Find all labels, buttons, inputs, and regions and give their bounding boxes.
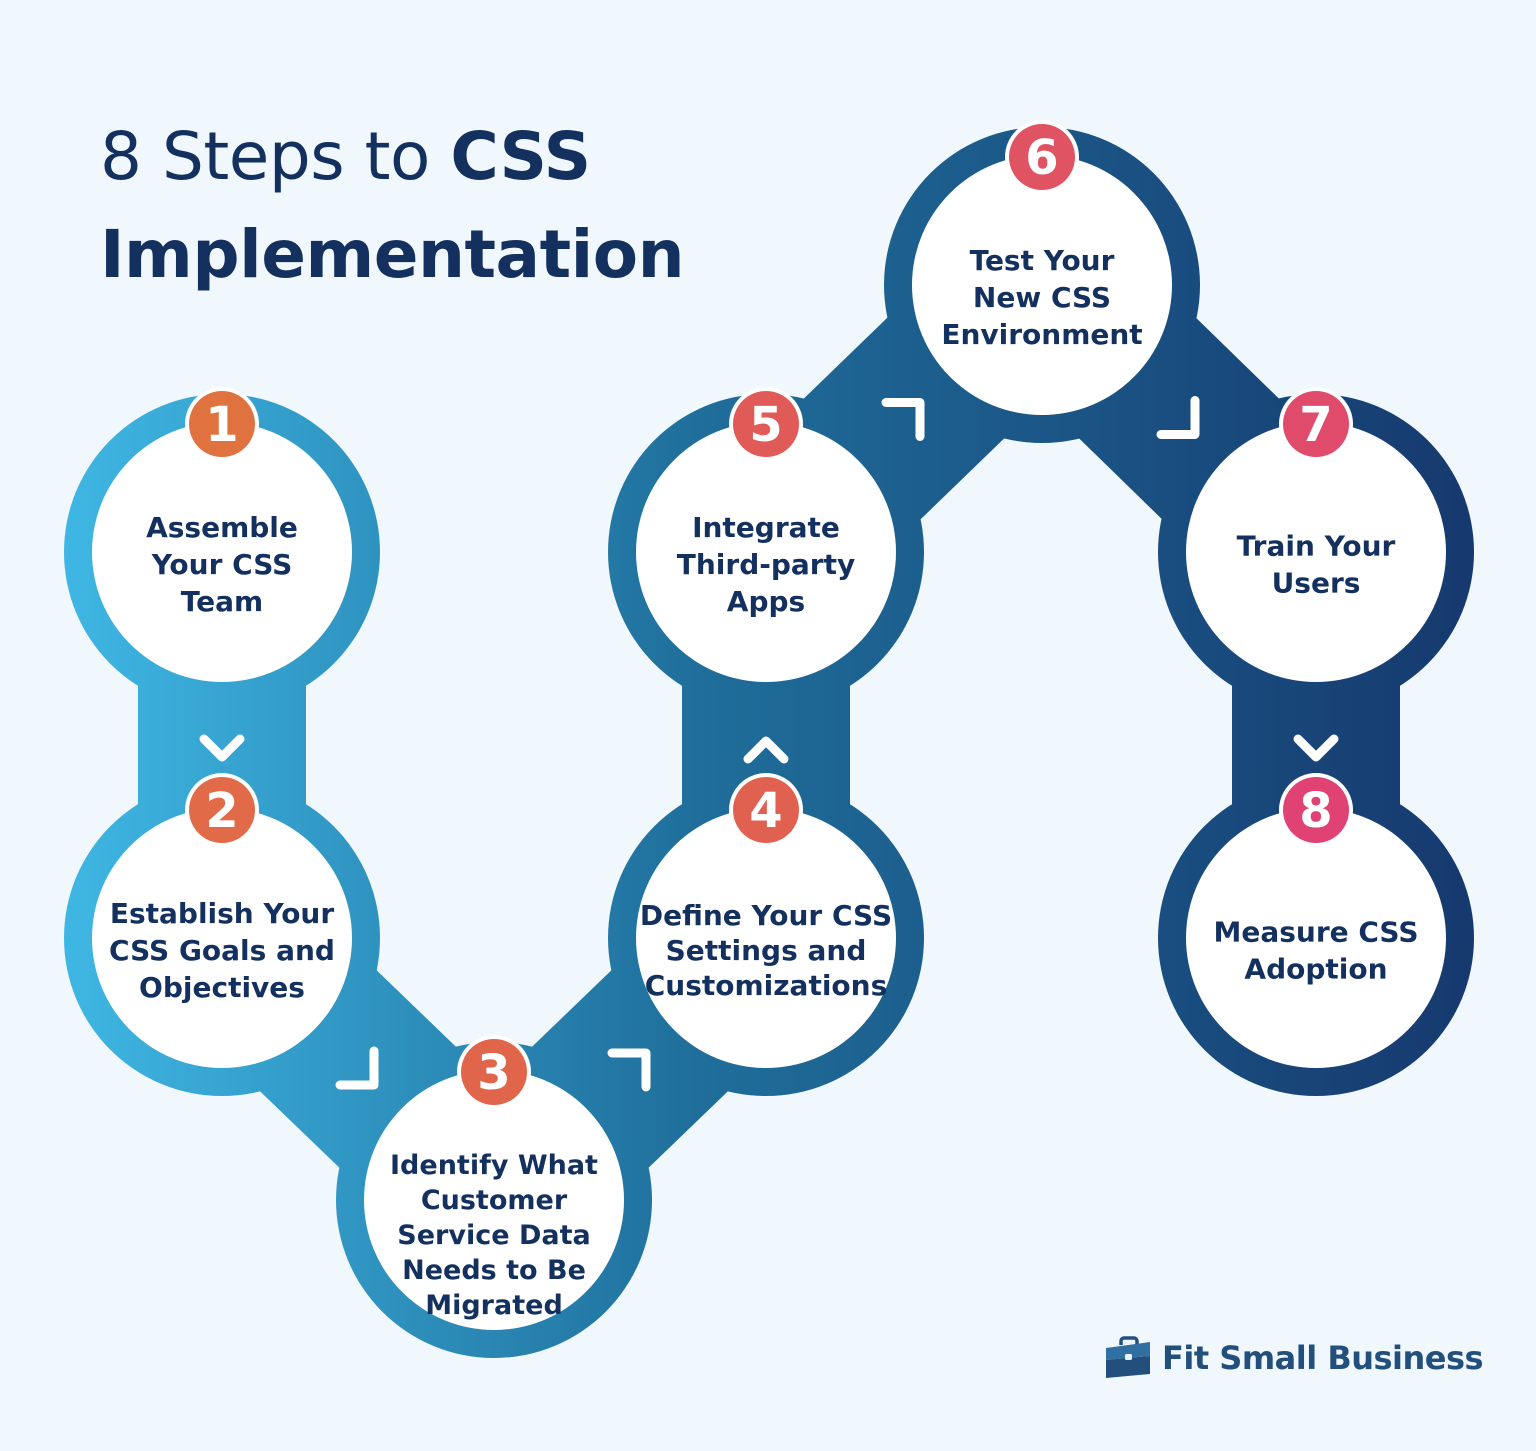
step-label-line: Needs to Be <box>402 1255 586 1286</box>
step-label-line: Migrated <box>425 1290 563 1321</box>
step-number: 5 <box>749 397 782 453</box>
step-label-line: Assemble <box>146 511 298 544</box>
brand-logo: Fit Small Business <box>1104 1336 1484 1380</box>
step-label: Measure CSS Adoption <box>1213 916 1418 986</box>
step-label-line: Users <box>1272 567 1361 600</box>
number-badge <box>1283 391 1349 457</box>
step-label-line: Test Your <box>970 244 1115 277</box>
step-disc <box>92 422 352 682</box>
title-regular: 8 Steps to <box>100 118 451 195</box>
step-disc <box>92 808 352 1068</box>
step-label-line: Service Data <box>397 1220 590 1251</box>
step-label-line: Adoption <box>1244 953 1387 986</box>
number-badge <box>733 391 799 457</box>
step-number: 8 <box>1299 783 1332 839</box>
step-label-line: Third-party <box>677 548 856 581</box>
corner-up-right-icon <box>607 1048 651 1092</box>
chevron-up-icon <box>743 736 789 764</box>
number-badge <box>461 1039 527 1105</box>
step-label-line: Integrate <box>692 511 840 544</box>
corner-down-right-icon <box>335 1046 379 1090</box>
corner-down-right-icon <box>1156 396 1200 439</box>
step-label-line: Team <box>181 585 263 618</box>
step-label-line: Environment <box>941 318 1142 351</box>
step-label-line: Customer <box>421 1185 568 1216</box>
step-label-line: Measure CSS <box>1213 916 1418 949</box>
number-badge <box>1283 777 1349 843</box>
step-disc <box>1186 422 1446 682</box>
step-label-line: Customizations <box>645 969 888 1002</box>
title-bold: CSS <box>450 118 591 195</box>
step-label-line: Your CSS <box>151 548 293 581</box>
number-badge <box>733 777 799 843</box>
corner-up-right-icon <box>881 398 925 441</box>
step-label-line: Apps <box>727 585 805 618</box>
step-number: 2 <box>205 783 238 839</box>
step-label-line: CSS Goals and <box>109 934 335 967</box>
step-label-line: Settings and <box>666 934 867 967</box>
step-number: 1 <box>205 397 238 453</box>
step-label-line: Train Your <box>1237 530 1396 563</box>
page-title: 8 Steps to CSS Implementation <box>100 108 685 304</box>
chevron-down-icon <box>199 734 245 762</box>
number-badge <box>189 391 255 457</box>
step-number: 4 <box>749 783 782 839</box>
step-disc <box>636 422 896 682</box>
step-label-line: Define Your CSS <box>640 899 892 932</box>
step-label-line: Establish Your <box>110 897 335 930</box>
chevron-down-icon <box>1293 734 1339 762</box>
briefcase-icon <box>1106 1336 1150 1378</box>
step-disc <box>636 808 896 1068</box>
step-label-line: Identify What <box>390 1150 598 1181</box>
step-number: 3 <box>477 1045 510 1101</box>
number-badge <box>1009 124 1075 190</box>
number-badge <box>189 777 255 843</box>
connectors <box>199 396 1339 1092</box>
step-number: 6 <box>1025 130 1058 186</box>
step-label-line: Objectives <box>139 971 305 1004</box>
step-number: 7 <box>1299 397 1332 453</box>
step-label-line: New CSS <box>973 281 1111 314</box>
step-disc <box>364 1070 624 1330</box>
title-line-2: Implementation <box>100 216 685 293</box>
step-disc <box>1186 808 1446 1068</box>
step-disc <box>912 155 1172 415</box>
brand-name: Fit Small Business <box>1162 1339 1484 1377</box>
